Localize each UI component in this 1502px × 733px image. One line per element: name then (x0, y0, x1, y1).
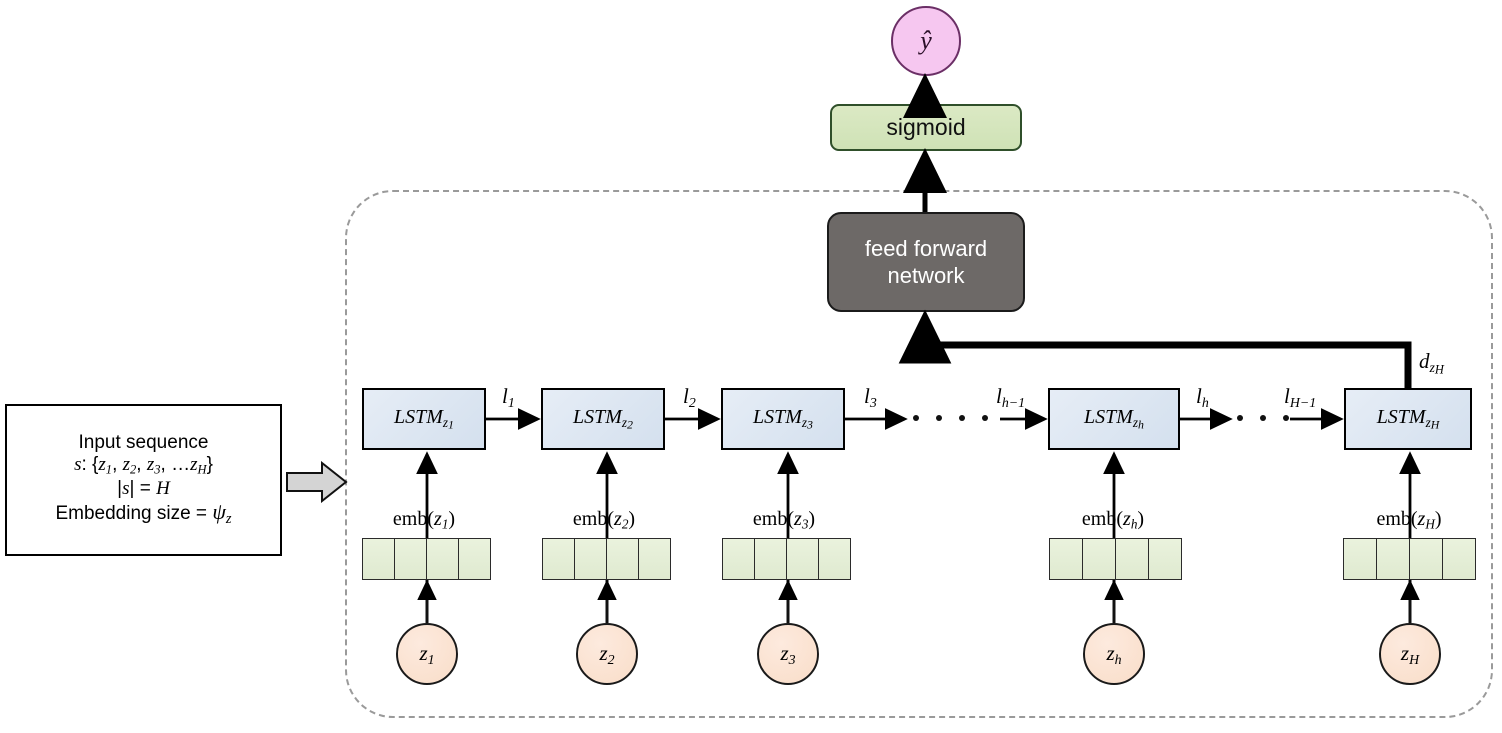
embedding-cell (1149, 539, 1181, 579)
token-node-2-label: z2 (599, 640, 615, 667)
ellipsis-dot (936, 415, 942, 421)
token-node-H-label: zH (1400, 640, 1420, 667)
lstm-cell-H-label: LSTMzH (1376, 405, 1440, 432)
embedding-cell (543, 539, 575, 579)
embedding-label-2: emb(z2) (572, 508, 636, 532)
lstm-cell-2-label: LSTMz2 (573, 405, 633, 432)
embedding-vector-3 (722, 538, 851, 580)
token-node-h: zh (1083, 623, 1145, 685)
token-node-1: z1 (396, 623, 458, 685)
ellipsis-dot (959, 415, 965, 421)
lstm-cell-2: LSTMz2 (541, 388, 665, 450)
embedding-cell (1410, 539, 1443, 579)
prediction-output-node: ŷ (891, 6, 961, 76)
embedding-cell (723, 539, 755, 579)
sigmoid-box: sigmoid (830, 104, 1022, 151)
input-sequence-box: Input sequence s: {z1, z2, z3, …zH} |s| … (5, 404, 282, 556)
ellipsis-dot (913, 415, 919, 421)
embedding-vector-1 (362, 538, 491, 580)
feed-forward-network-box: feed forward network (827, 212, 1025, 312)
embedding-cell (1443, 539, 1475, 579)
ellipsis-dot (1283, 415, 1289, 421)
embedding-cell (1116, 539, 1149, 579)
ellipsis-dot (1260, 415, 1266, 421)
hidden-state-label-h-minus-1: lh−1 (996, 384, 1026, 410)
embedding-label-1: emb(z1) (392, 508, 456, 532)
sequence-ellipsis-first (913, 415, 988, 421)
lstm-cell-h: LSTMzh (1048, 388, 1180, 450)
lstm-cell-1: LSTMz1 (362, 388, 486, 450)
token-node-H: zH (1379, 623, 1441, 685)
embedding-cell (607, 539, 639, 579)
embedding-cell (1377, 539, 1410, 579)
lstm-cell-3-label: LSTMz3 (753, 405, 813, 432)
embedding-cell (363, 539, 395, 579)
embedding-cell (639, 539, 670, 579)
embedding-cell (787, 539, 819, 579)
embedding-cell (575, 539, 607, 579)
ellipsis-dot (1237, 415, 1243, 421)
embedding-cell (427, 539, 459, 579)
input-flow-block-arrow (286, 461, 348, 503)
token-node-3-label: z3 (780, 640, 796, 667)
embedding-label-H: emb(zH) (1376, 508, 1442, 532)
hidden-state-label-H-minus-1: lH−1 (1284, 384, 1317, 410)
hidden-state-label-h: lh (1196, 384, 1209, 410)
lstm-cell-H: LSTMzH (1344, 388, 1472, 450)
embedding-cell (755, 539, 787, 579)
hidden-state-label-3: l3 (864, 384, 877, 410)
input-sequence-cardinality: |s| = H (117, 477, 170, 499)
sigmoid-label: sigmoid (886, 114, 966, 140)
ffn-label-line1: feed forward (864, 235, 988, 261)
token-node-1-label: z1 (419, 640, 435, 667)
embedding-vector-2 (542, 538, 671, 580)
token-node-3: z3 (757, 623, 819, 685)
embedding-cell (1050, 539, 1083, 579)
lstm-cell-3: LSTMz3 (721, 388, 845, 450)
hidden-state-label-1: l1 (502, 384, 515, 410)
input-embedding-size: Embedding size = ψz (55, 500, 232, 528)
embedding-cell (1344, 539, 1377, 579)
embedding-label-h: emb(zh) (1081, 508, 1145, 532)
prediction-label: ŷ (920, 26, 932, 55)
embedding-cell (395, 539, 427, 579)
hidden-state-label-2: l2 (683, 384, 696, 410)
embedding-cell (819, 539, 850, 579)
ellipsis-dot (982, 415, 988, 421)
input-sequence-set: s: {z1, z2, z3, …zH} (74, 454, 213, 477)
embedding-vector-H (1343, 538, 1476, 580)
input-sequence-title: Input sequence (78, 431, 209, 453)
embedding-cell (459, 539, 490, 579)
embedding-vector-h (1049, 538, 1182, 580)
embedding-label-3: emb(z3) (752, 508, 816, 532)
token-node-2: z2 (576, 623, 638, 685)
lstm-cell-1-label: LSTMz1 (394, 405, 454, 432)
embedding-cell (1083, 539, 1116, 579)
sequence-ellipsis-second (1237, 415, 1289, 421)
context-vector-label: dzH (1419, 349, 1444, 377)
lstm-cell-h-label: LSTMzh (1084, 405, 1144, 432)
ffn-label-line2: network (887, 263, 965, 288)
token-node-h-label: zh (1106, 640, 1122, 667)
